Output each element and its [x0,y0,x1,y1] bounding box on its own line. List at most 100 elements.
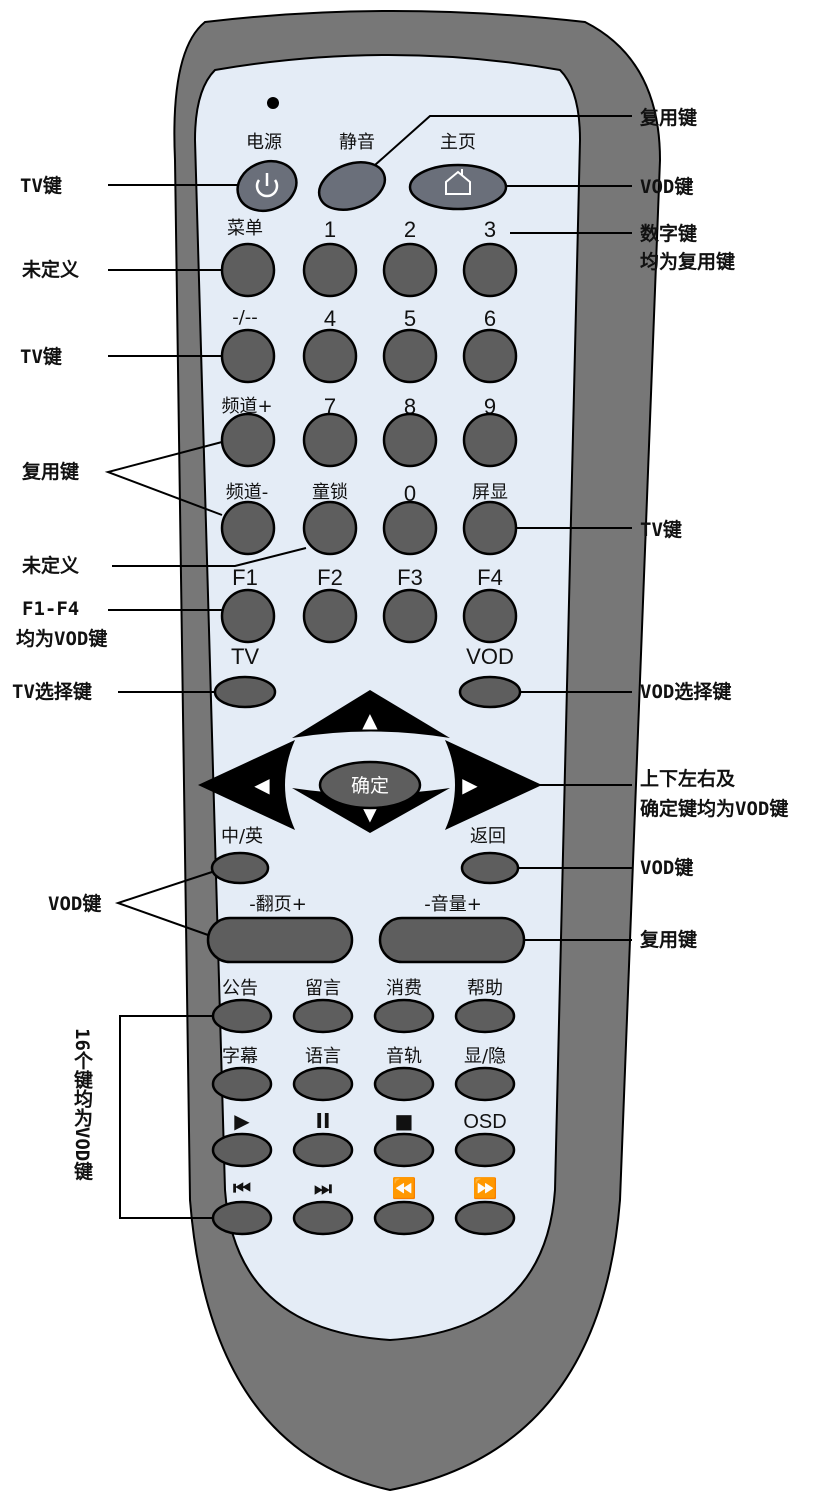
leader-lock [112,547,307,567]
ann-vod-key-home: VOD键 [640,175,693,198]
lang-label: 中/英 [221,826,263,847]
subtitle-button[interactable] [211,1066,273,1102]
ann-undefined-menu: 未定义 [21,258,79,281]
language-button[interactable] [292,1066,354,1102]
digit-3-button[interactable] [462,242,518,298]
home-label: 主页 [440,132,476,153]
tv-mode-label: TV [231,644,259,669]
fast-forward-button[interactable] [454,1200,516,1236]
f2-button[interactable] [302,588,358,644]
ann-f-line1: F1-F4 [22,598,79,620]
show-hide-button[interactable] [454,1066,516,1102]
digit-8-button[interactable] [382,412,438,468]
menu-button[interactable] [220,242,276,298]
play-icon: ▶ [234,1109,250,1133]
home-button[interactable] [408,163,508,211]
nav-cluster: ▲ ▼ ◀ ▶ 确定 [198,690,542,833]
page-button[interactable] [206,916,354,964]
func-row-4: ⏮ ⏭ ⏪ ⏩ [211,1176,516,1236]
ann-multi-key-mute: 复用键 [639,106,697,129]
ann-digit-line2: 均为复用键 [640,250,735,273]
billing-button[interactable] [373,998,435,1034]
digit-3-label: 3 [484,217,496,242]
language-label: 语言 [305,1046,341,1067]
leader-mute [374,115,632,166]
channel-up-button[interactable] [220,412,276,468]
power-button[interactable] [231,153,304,219]
show-hide-label: 显/隐 [464,1046,506,1067]
f3-label: F3 [397,565,423,590]
power-label: 电源 [246,132,282,153]
help-button[interactable] [454,998,516,1034]
nav-ok-button[interactable] [318,760,422,810]
ann-tv-key-dash: TV键 [20,345,62,368]
digit-6-label: 6 [484,306,496,331]
ann-tv-key-power: TV键 [20,174,62,197]
digit-5-button[interactable] [382,328,438,384]
ann-vertical-note: 16个键均为VOD键 [71,1028,94,1181]
digit-7-label: 7 [324,394,336,419]
func-row-2: 字幕 语言 音轨 显/隐 [211,1046,516,1102]
rewind-button[interactable] [373,1200,435,1236]
mute-button[interactable] [313,154,392,219]
channel-down-label: 频道- [226,482,269,503]
ann-nav-line1: 上下左右及 [640,767,736,790]
next-track-icon: ⏭ [314,1176,332,1200]
digit-7-button[interactable] [302,412,358,468]
rewind-icon: ⏪ [392,1176,417,1200]
message-button[interactable] [292,998,354,1034]
tv-mode-button[interactable] [213,675,277,709]
f2-label: F2 [317,565,343,590]
prev-track-button[interactable] [211,1200,273,1236]
digit-4-label: 4 [324,306,336,331]
digit-9-button[interactable] [462,412,518,468]
channel-down-button[interactable] [220,500,276,556]
annotations: TV键 复用键 VOD键 数字键 均为复用键 未定义 TV键 复用键 TV键 未… [12,106,788,1219]
f1-button[interactable] [220,588,276,644]
child-lock-button[interactable] [302,500,358,556]
digit-4-button[interactable] [302,328,358,384]
power-icon [255,173,279,198]
fast-forward-icon: ⏩ [473,1176,498,1200]
lang-button[interactable] [210,851,270,885]
dash-button[interactable] [220,328,276,384]
digit-row-4-labels: 频道- 童锁 0 屏显 [226,481,508,506]
nav-right-button[interactable] [445,740,542,830]
ann-nav-line2: 确定键均为VOD键 [640,797,788,820]
mute-label: 静音 [339,132,375,153]
audio-track-button[interactable] [373,1066,435,1102]
child-lock-label: 童锁 [312,482,348,503]
digit-5-label: 5 [404,306,416,331]
digit-0-button[interactable] [382,500,438,556]
stop-button[interactable] [373,1132,435,1168]
notice-button[interactable] [211,998,273,1034]
nav-up-arrow: ▲ [362,708,378,732]
nav-up-button[interactable] [292,690,450,738]
pause-button[interactable] [292,1132,354,1168]
f3-button[interactable] [382,588,438,644]
stop-icon: ■ [395,1109,414,1133]
pause-icon: II [316,1109,331,1133]
notice-label: 公告 [222,978,258,999]
f1-label: F1 [232,565,258,590]
vod-mode-button[interactable] [458,675,522,709]
digit-1-button[interactable] [302,242,358,298]
back-button[interactable] [460,851,520,885]
menu-label: 菜单 [227,218,263,239]
nav-left-button[interactable] [198,740,295,830]
digit-2-button[interactable] [382,242,438,298]
osd-info-label: 屏显 [472,482,508,503]
osd-button[interactable] [454,1132,516,1168]
volume-button[interactable] [378,916,526,964]
next-track-button[interactable] [292,1200,354,1236]
osd-info-button[interactable] [462,500,518,556]
digit-6-button[interactable] [462,328,518,384]
ann-undefined-lock: 未定义 [21,554,79,577]
vod-mode-label: VOD [466,644,514,669]
leader-lang [114,871,213,936]
bracket-16-keys [119,1015,212,1219]
back-label: 返回 [470,826,506,847]
play-button[interactable] [211,1132,273,1168]
f4-button[interactable] [462,588,518,644]
digit-1-label: 1 [324,217,336,242]
